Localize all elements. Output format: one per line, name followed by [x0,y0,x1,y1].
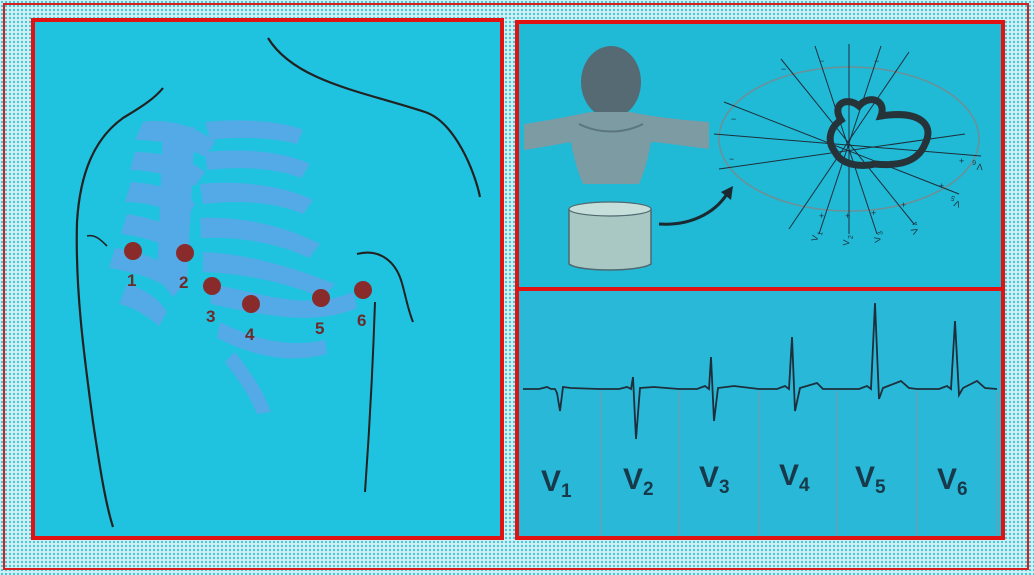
negative-mark: − [874,56,879,66]
electrode-2 [176,244,194,262]
positive-mark: + [871,208,876,218]
positive-mark: + [901,200,906,210]
lead-axis-diagram: − − − − − + + + + + + V1 V2 V3 V4 V5 V6 [714,44,983,246]
ecg-lead-v4-letter: V [779,459,799,492]
axis-lead-v3-letter: V [872,236,883,244]
chest-diagram-panel: 1 2 3 4 5 6 [31,18,504,540]
positive-mark: + [959,156,964,166]
horizontal-plane-illustration: − − − − − + + + + + + V1 V2 V3 V4 V5 V6 [519,24,1001,289]
electrode-label-4: 4 [245,325,255,344]
ecg-lead-v2-letter: V [623,463,643,496]
ecg-lead-v1-letter: V [541,465,561,498]
rib-cage [109,120,357,414]
axis-lead-v1-sub: 1 [817,231,825,237]
arrow-line [659,194,727,224]
electrode-5 [312,289,330,307]
chest-illustration: 1 2 3 4 5 6 [35,22,500,536]
electrode-3 [203,277,221,295]
ecg-lead-v3-sub: 3 [719,477,730,498]
right-side-outline [365,302,375,492]
axis-lead-v4-sub: 4 [912,220,920,227]
axis-lead-v2-letter: V [841,239,851,246]
negative-mark: − [781,64,786,74]
electrode-label-3: 3 [206,307,215,326]
axis-lead-v5-sub: 5 [950,194,956,202]
ecg-lead-v5-sub: 5 [875,477,886,498]
electrode-label-2: 2 [179,273,188,292]
electrode-label-6: 6 [357,311,366,330]
ecg-lead-v3-letter: V [699,461,719,494]
positive-mark: + [819,211,824,221]
electrode-6 [354,281,372,299]
ecg-strip-panel: V 1 V 2 V 3 V 4 V 5 V 6 [515,287,1005,540]
ecg-trace [523,303,997,439]
ecg-lead-v4-sub: 4 [799,475,810,496]
ecg-lead-v2-sub: 2 [643,479,654,500]
electrode-4 [242,295,260,313]
ecg-lead-v6-sub: 6 [957,479,968,500]
electrode-label-5: 5 [315,319,324,338]
axis-lead-v6-letter: V [976,161,983,171]
ecg-lead-v5-letter: V [855,461,875,494]
axis-lead-v3-sub: 3 [877,230,885,235]
ecg-strip: V 1 V 2 V 3 V 4 V 5 V 6 [519,291,1001,536]
axis-lead-v2-sub: 2 [848,235,855,240]
positive-mark: + [939,181,944,191]
negative-mark: − [819,56,824,66]
negative-mark: − [731,114,736,124]
ecg-lead-v6-letter: V [937,463,957,496]
electrode-label-1: 1 [127,271,136,290]
negative-mark: − [729,154,734,164]
cross-section-slice [569,202,651,270]
electrode-1 [124,242,142,260]
ecg-lead-v1-sub: 1 [561,481,572,502]
left-arm-line [87,236,107,246]
positive-mark: + [845,211,850,221]
axis-lead-v6-sub: 6 [972,158,977,165]
torso-figure [524,46,709,184]
